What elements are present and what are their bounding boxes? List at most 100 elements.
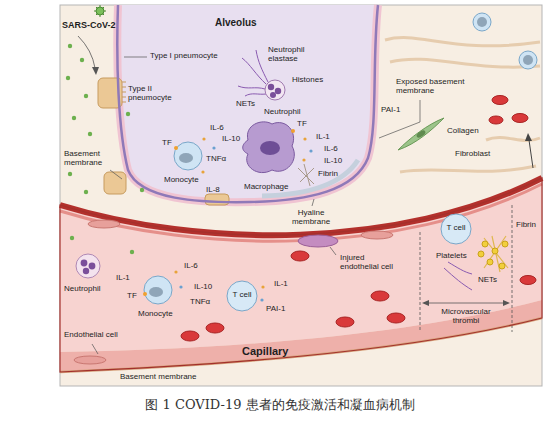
leader-line [330, 247, 336, 255]
region-title: Capillary [242, 345, 288, 357]
neutrophil-lobe [81, 260, 88, 267]
alveolus-space [117, 5, 378, 202]
part-label: Neutrophil elastase [268, 46, 318, 64]
collagen-fiber [385, 38, 540, 46]
platelet [478, 251, 484, 257]
t-cell [227, 281, 257, 311]
part-label: Basement membrane [120, 373, 196, 382]
cytokine-dot [202, 137, 205, 140]
virus-particle [88, 132, 92, 136]
part-label: NETs [236, 100, 255, 109]
monocyte-nucleus [179, 153, 193, 163]
part-label: Monocyte [164, 176, 199, 185]
net-strand [256, 50, 268, 82]
extravasation-arrow [529, 140, 533, 168]
collagen-fiber [390, 59, 540, 67]
platelet [499, 263, 505, 269]
cytokine-dot [303, 137, 306, 140]
part-label: T cell [440, 224, 472, 233]
endothelial-layer [60, 300, 542, 372]
tissue-factor [174, 146, 178, 150]
virus-particle [70, 236, 74, 240]
part-label: Type II pneumocyte [128, 85, 178, 103]
part-label: TNFα [206, 155, 226, 164]
part-label: Injured endothelial cell [340, 254, 404, 272]
part-label: IL-10 [222, 135, 240, 144]
virus-spikes [94, 5, 106, 17]
region-title: Alveolus [215, 17, 257, 28]
part-label: PAI-1 [381, 106, 400, 115]
cytokine-dot [179, 285, 182, 288]
net-strand [238, 86, 265, 89]
virus-particle [68, 172, 72, 176]
part-label: IL-10 [194, 283, 212, 292]
macrophage-cell [243, 122, 295, 173]
part-label: IL-10 [324, 157, 342, 166]
lymphocyte-nucleus [477, 17, 487, 27]
leader-line [379, 100, 420, 138]
injured-endothelial-cell [298, 235, 338, 247]
fibrin-strand [484, 236, 508, 272]
neutrophil-cell [76, 254, 100, 278]
part-label: IL-6 [210, 124, 224, 133]
neutrophil-cell [265, 80, 285, 100]
virus-particle [72, 116, 76, 120]
part-label: Type I pneumocyte [150, 52, 218, 61]
fibroblast [398, 118, 444, 150]
endothelial-cell [88, 220, 120, 228]
endothelial-cell [361, 231, 393, 239]
tissue-factor [143, 292, 147, 296]
part-label: T cell [226, 291, 258, 300]
cytokine-dot [261, 285, 264, 288]
virus-particle [130, 250, 134, 254]
neutrophil-lobe [270, 92, 276, 98]
region-border [60, 178, 542, 372]
part-label: Basement membrane [64, 150, 116, 168]
net-strand [444, 268, 472, 290]
part-label: Fibrin [516, 221, 536, 230]
part-label: Collagen [447, 127, 479, 136]
arrowhead [503, 300, 510, 306]
type-ii-pneumocyte [205, 194, 229, 205]
monocyte-cell [144, 276, 172, 304]
red-blood-cell [520, 276, 536, 285]
virus-particle [80, 58, 84, 62]
platelet [482, 241, 488, 247]
endothelial-cell [74, 356, 106, 364]
cytokine-dot [302, 158, 305, 161]
part-label: Platelets [436, 252, 467, 261]
part-label: Neutrophil [64, 285, 100, 294]
arrowhead [525, 133, 532, 141]
part-label: Neutrophil [264, 108, 300, 117]
lymphocyte [519, 51, 537, 69]
virus-particle [126, 112, 130, 116]
part-label: Fibroblast [455, 150, 490, 159]
span-arrow [428, 303, 504, 304]
virus-particle [84, 94, 88, 98]
part-label: IL-6 [184, 262, 198, 271]
part-label: IL-8 [206, 186, 220, 195]
red-blood-cell [489, 116, 503, 124]
red-blood-cell [181, 331, 199, 341]
net-strand [448, 262, 472, 274]
red-blood-cell [206, 323, 224, 333]
red-blood-cell [387, 313, 405, 323]
cytokine-dot [212, 146, 215, 149]
arrowhead [92, 67, 99, 75]
leader-line [92, 344, 98, 354]
neutrophil-lobe [89, 263, 96, 270]
region-border [117, 5, 378, 202]
virus-particle [66, 76, 70, 80]
neutrophil-lobe [83, 268, 89, 274]
virus-particle [140, 188, 144, 192]
leader-line [312, 199, 314, 206]
red-blood-cell [371, 291, 389, 301]
neutrophil-lobe [268, 84, 274, 90]
part-label: IL-1 [116, 274, 130, 283]
platelet [502, 241, 508, 247]
leader-line [124, 57, 147, 58]
part-label: NETs [478, 276, 497, 285]
collagen-fiber [486, 137, 540, 140]
